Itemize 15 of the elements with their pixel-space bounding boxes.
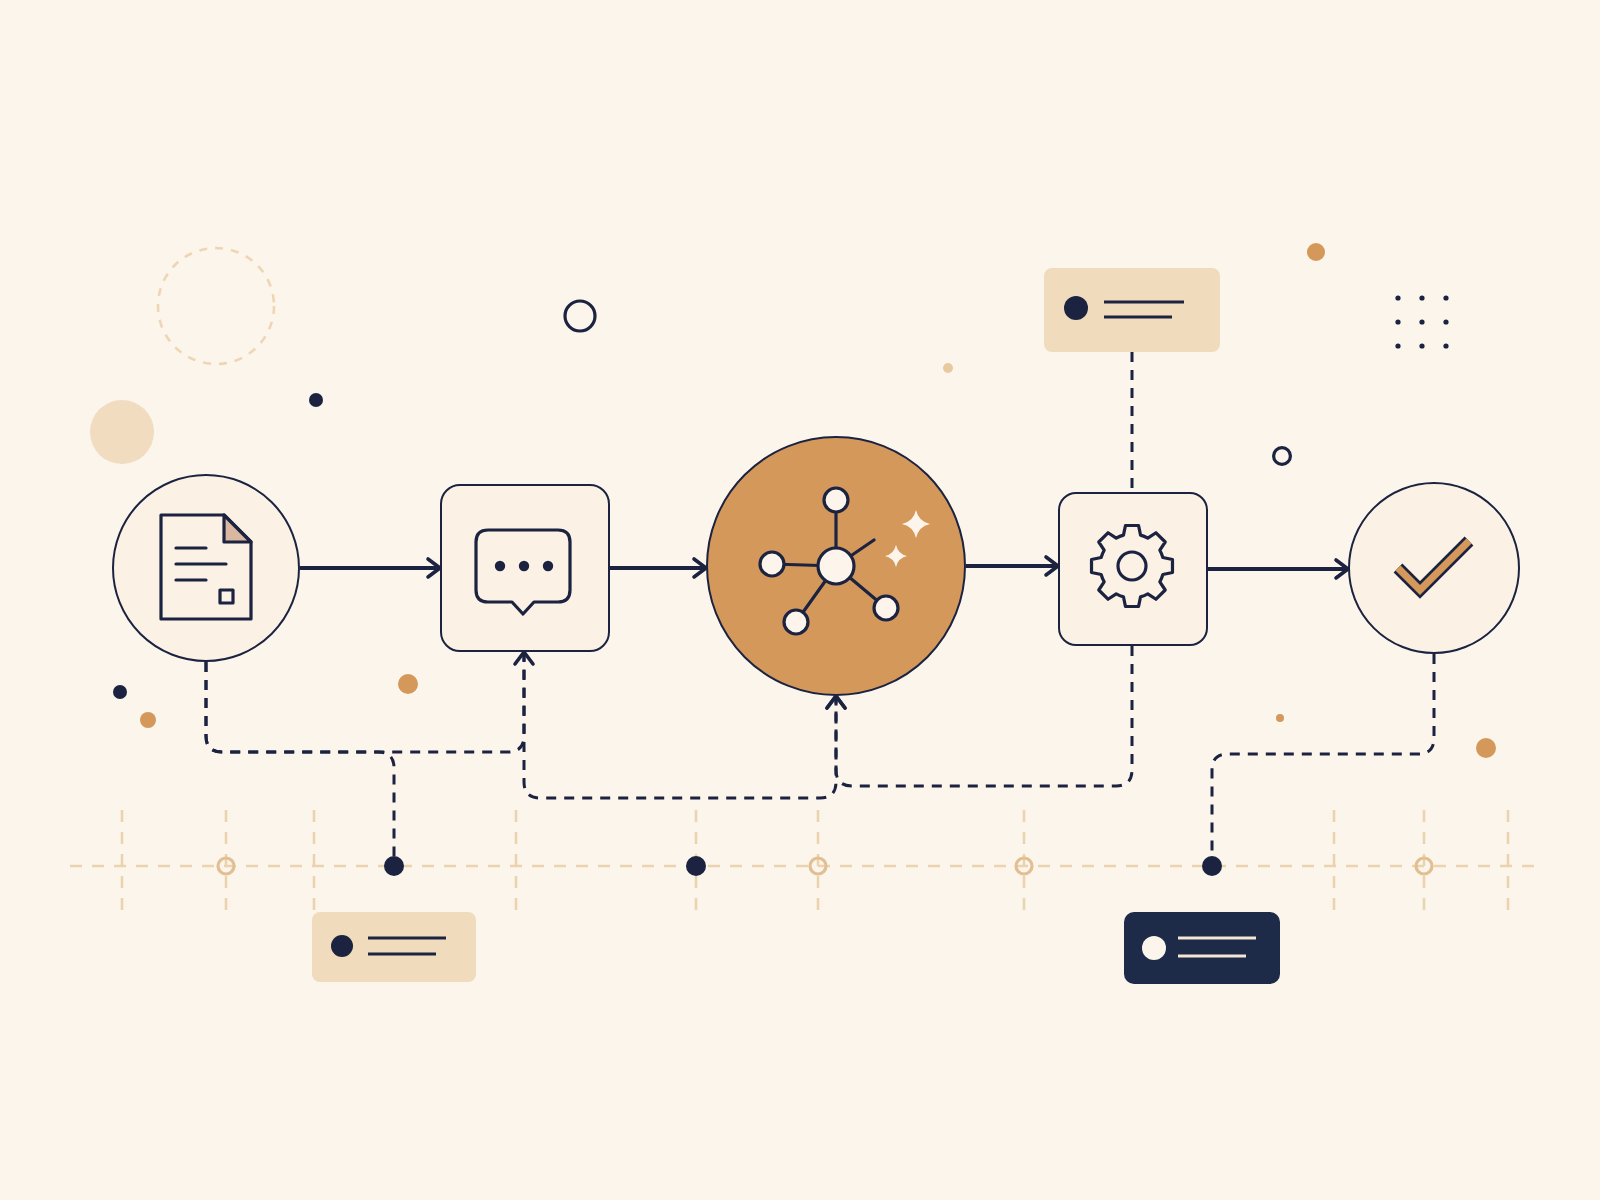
dashed-line: [204, 662, 396, 856]
timeline-dot: [384, 856, 404, 876]
arrow: [1208, 558, 1350, 580]
arrow: [610, 557, 708, 579]
process-box: [1058, 492, 1208, 646]
note-card: [312, 912, 476, 982]
arrow: [966, 555, 1060, 577]
note-card: [1124, 912, 1280, 984]
dashed-line: [1130, 352, 1134, 492]
arrow: [300, 557, 442, 579]
process-box: [440, 484, 610, 652]
timeline-dot: [1202, 856, 1222, 876]
dashed-line: [1210, 654, 1436, 856]
note-card: [1044, 268, 1220, 352]
dashed-arrow: [825, 646, 1134, 788]
